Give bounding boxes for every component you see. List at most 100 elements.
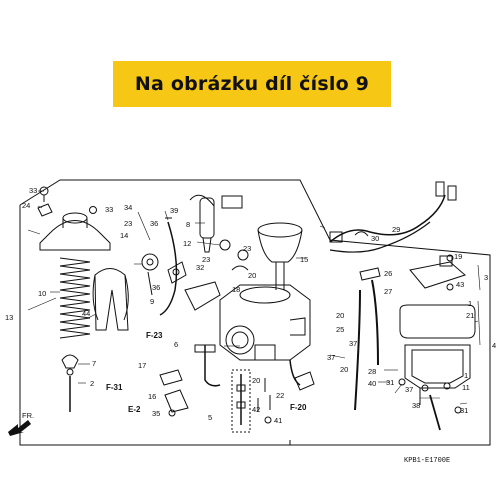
callout-30: 30 — [371, 234, 379, 243]
callout-38: 38 — [412, 401, 420, 410]
callout-24: 24 — [22, 201, 30, 210]
part-26 — [359, 267, 381, 281]
callout-20b: 20 — [336, 311, 344, 320]
ref-f20: F-20 — [290, 403, 307, 412]
callout-19: 19 — [454, 252, 462, 261]
screw-41 — [264, 416, 272, 424]
screw-35 — [168, 409, 176, 417]
callout-34: 34 — [124, 203, 132, 212]
lever-16 — [164, 389, 189, 413]
clip-30 — [354, 231, 369, 237]
ref-e2: E-2 — [128, 405, 141, 414]
starter-wire — [189, 194, 215, 207]
callout-23b: 23 — [202, 255, 210, 264]
float — [409, 255, 466, 289]
callout-20: 20 — [248, 271, 256, 280]
callout-10: 10 — [38, 289, 46, 298]
callout-9: 9 — [150, 297, 154, 306]
callout-1: 1 — [468, 299, 472, 308]
screw-37 — [421, 384, 429, 392]
callout-23: 23 — [124, 219, 132, 228]
oring-23-b — [237, 249, 249, 261]
oring-23-a — [219, 239, 231, 251]
hose-27 — [354, 289, 361, 411]
callout-2: 2 — [90, 379, 94, 388]
callouts: 33 24 33 14 13 10 44 7 2 34 23 36 39 8 1… — [5, 186, 496, 425]
jet-needle — [61, 354, 79, 412]
screw-19 — [446, 254, 454, 262]
screw-31-a — [398, 378, 406, 386]
callout-8: 8 — [186, 220, 190, 229]
callout-32: 32 — [196, 263, 204, 272]
callout-31b: 31 — [460, 406, 468, 415]
callout-20c: 20 — [340, 365, 348, 374]
callout-7: 7 — [92, 359, 96, 368]
callout-36b: 36 — [152, 283, 160, 292]
vacuum-piston — [257, 222, 303, 290]
screw-11 — [443, 382, 451, 390]
callout-43: 43 — [456, 280, 464, 289]
callout-21: 21 — [466, 311, 474, 320]
frame-left — [19, 205, 290, 446]
callout-18: 18 — [232, 285, 240, 294]
callout-23c: 23 — [243, 244, 251, 253]
callout-17: 17 — [138, 361, 146, 370]
callout-20d: 20 — [252, 376, 260, 385]
spring — [59, 257, 91, 339]
connector-a — [435, 181, 445, 197]
callout-14: 14 — [120, 231, 128, 240]
throttle-drum — [141, 253, 159, 296]
direction-label: FR. — [22, 411, 34, 420]
tube-38 — [429, 394, 441, 431]
screw-43 — [446, 283, 454, 291]
tube-6 — [204, 345, 221, 387]
callout-33b: 33 — [105, 205, 113, 214]
throttle-stop — [194, 344, 216, 353]
callout-29: 29 — [392, 225, 400, 234]
callout-12: 12 — [183, 239, 191, 248]
callout-36: 36 — [150, 219, 158, 228]
link-lever — [167, 261, 187, 284]
front-direction-arrow: FR. — [8, 411, 34, 436]
carburetor-body — [219, 284, 311, 361]
banner-text: Na obrázku díl číslo 9 — [134, 73, 370, 95]
screw-33-mid — [89, 206, 97, 214]
ref-f31: F-31 — [106, 383, 123, 392]
clamp-17 — [159, 369, 183, 386]
callout-42: 42 — [252, 405, 260, 414]
hose-26 — [371, 279, 379, 366]
callout-1b: 1 — [464, 371, 468, 380]
callout-22: 22 — [276, 391, 284, 400]
callout-4: 4 — [492, 341, 496, 350]
callout-26: 26 — [384, 269, 392, 278]
clip-24 — [37, 203, 53, 217]
diaphragm-cover — [39, 212, 111, 251]
callout-16: 16 — [148, 392, 156, 401]
ref-f23: F-23 — [146, 331, 163, 340]
throttle-cable — [159, 221, 178, 316]
callout-6: 6 — [174, 340, 178, 349]
callout-40: 40 — [368, 379, 376, 388]
screw-33-left — [39, 186, 49, 202]
callout-11: 11 — [462, 383, 470, 392]
callout-3: 3 — [484, 273, 488, 282]
reference-codes: F-23 F-31 E-2 F-20 — [106, 331, 307, 414]
callout-15: 15 — [300, 255, 308, 264]
wire-harness — [329, 194, 446, 243]
leader-lines — [27, 190, 481, 405]
part-number-banner: Na obrázku díl číslo 9 — [113, 61, 391, 107]
callout-28: 28 — [368, 367, 376, 376]
callout-37b: 37 — [327, 353, 335, 362]
screw-31-b — [454, 406, 462, 414]
callout-33: 33 — [29, 186, 37, 195]
starter-valve — [199, 195, 243, 253]
callout-39: 39 — [170, 206, 178, 215]
float-chamber — [404, 344, 471, 405]
callout-31: 31 — [386, 378, 394, 387]
drawing-code: KPB1-E1700E — [404, 457, 450, 465]
callout-37: 37 — [349, 339, 357, 348]
jet-stack — [231, 369, 251, 433]
drain-tube — [289, 359, 301, 386]
callout-13: 13 — [5, 313, 13, 322]
